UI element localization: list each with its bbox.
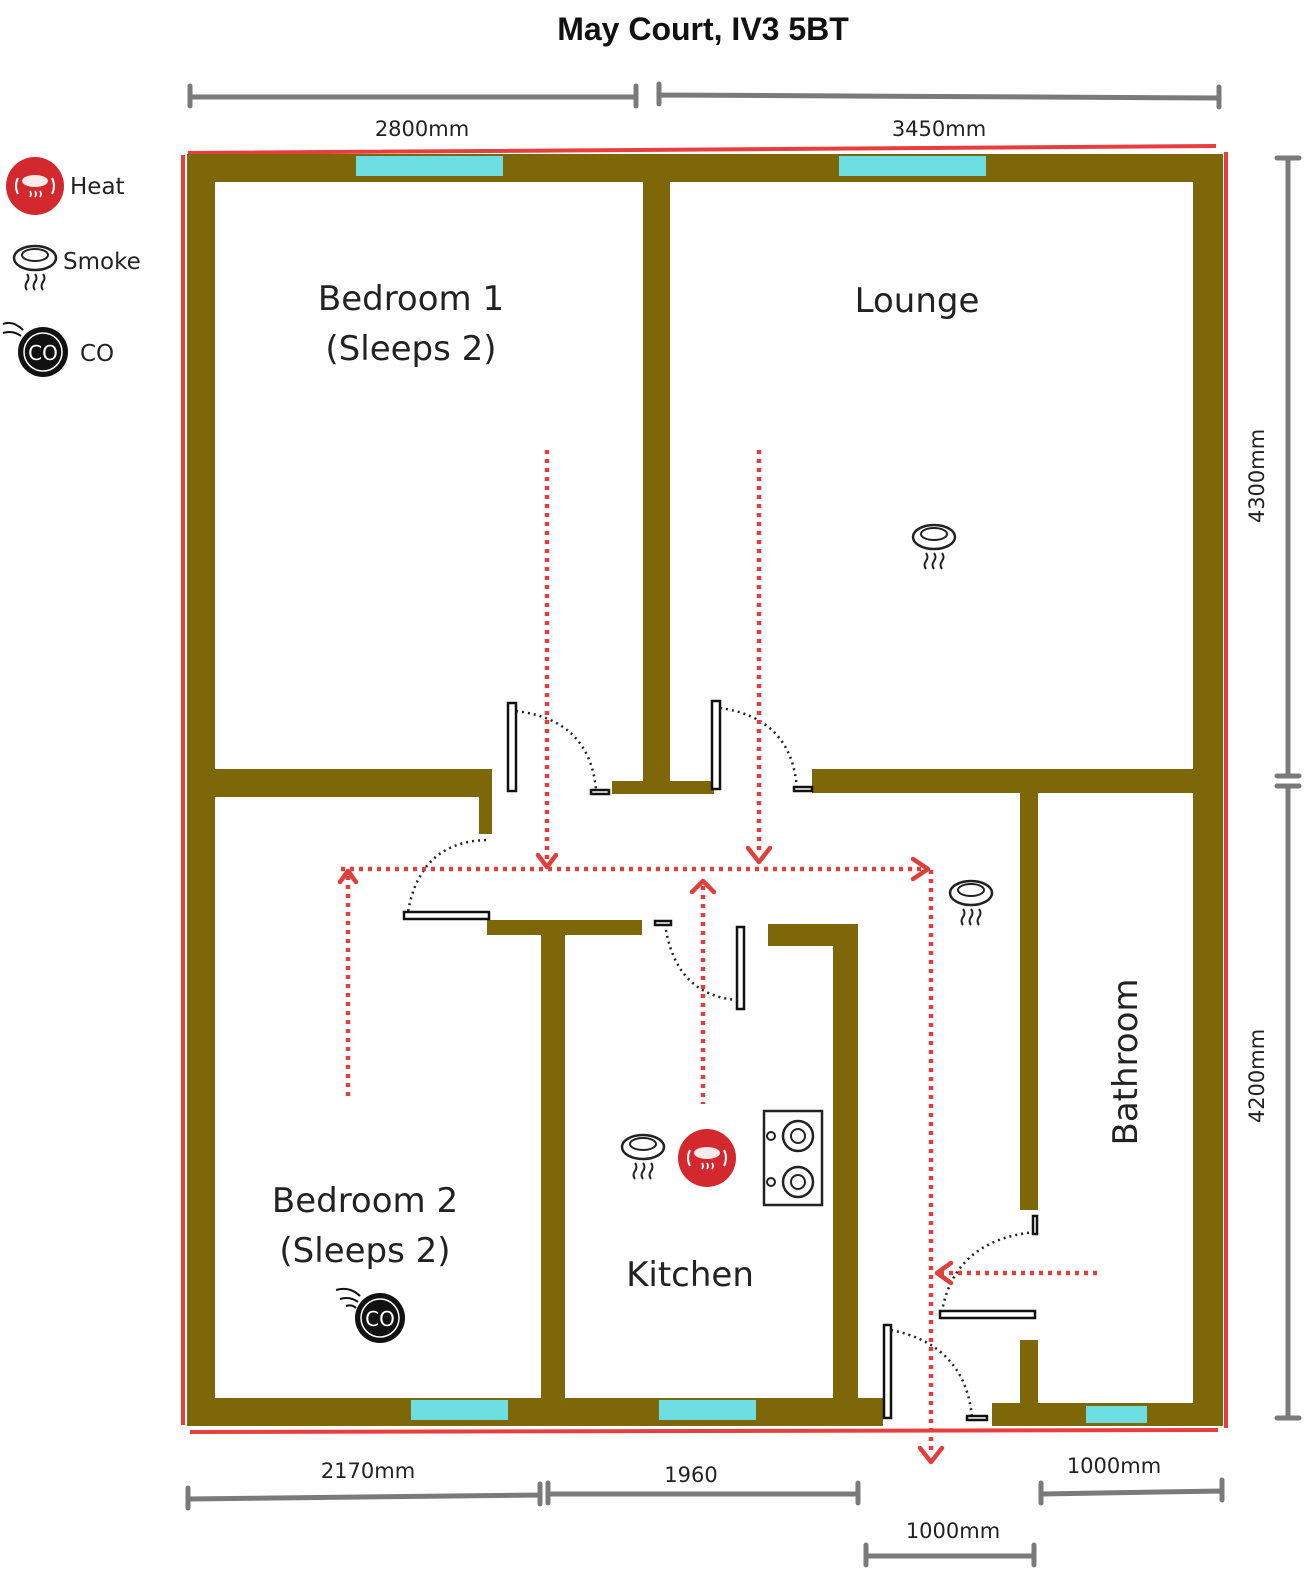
room-lounge: Lounge [855, 281, 980, 321]
dimension-right-upper: 4300mm [1245, 155, 1302, 779]
doors [402, 699, 1039, 1422]
dimension-label: 2800mm [375, 117, 469, 141]
hob-icon [762, 1109, 824, 1207]
legend-smoke: Smoke [12, 244, 141, 292]
dimension-bottom-1: 2170mm [185, 1459, 543, 1511]
room-bedroom-2: Bedroom 2 (Sleeps 2) [272, 1181, 458, 1271]
legend-smoke-label: Smoke [63, 249, 141, 275]
legend-heat: Heat [6, 157, 125, 215]
co-detector-icon: CO [335, 1287, 405, 1343]
escape-routes [337, 450, 1099, 1465]
smoke-detector-icon [911, 523, 957, 571]
door-stop [589, 788, 611, 796]
dimension-label: 1960 [664, 1463, 717, 1487]
window [1086, 1406, 1147, 1423]
door-leaf [882, 1323, 893, 1420]
room-bedroom-1: Bedroom 1 (Sleeps 2) [318, 279, 504, 369]
door-leaf [735, 925, 746, 1011]
heat-detector-icon [678, 1129, 736, 1187]
door-leaf [506, 701, 518, 793]
walls [187, 154, 1223, 1426]
room-bathroom: Bathroom [1106, 979, 1146, 1146]
dimension-label: 4200mm [1245, 1029, 1269, 1123]
legend-heat-label: Heat [70, 174, 125, 200]
door-leaf [402, 910, 491, 921]
room-name: Bedroom 2 [272, 1181, 458, 1221]
room-name: Bedroom 1 [318, 279, 504, 319]
legend-co: CO CO [2, 321, 114, 377]
dimension-top-right: 3450mm [656, 81, 1222, 141]
room-note: (Sleeps 2) [279, 1231, 450, 1271]
window [839, 156, 986, 176]
co-icon-label: CO [28, 341, 58, 365]
page-title: May Court, IV3 5BT [557, 11, 849, 47]
dimension-bottom-3: 1000mm [1038, 1454, 1225, 1506]
dimension-label: 1000mm [1067, 1454, 1161, 1478]
window [411, 1400, 508, 1420]
dimension-label: 2170mm [321, 1459, 415, 1483]
room-name: Kitchen [626, 1255, 754, 1295]
smoke-detector-icon [948, 879, 994, 927]
legend-co-label: CO [80, 341, 114, 367]
room-name: Bathroom [1106, 979, 1146, 1146]
dimension-label: 4300mm [1245, 429, 1269, 523]
door-leaf [710, 699, 722, 791]
co-detector-icon: CO [2, 321, 68, 377]
room-name: Lounge [855, 281, 980, 321]
room-note: (Sleeps 2) [325, 329, 496, 369]
smoke-detector-icon [620, 1133, 666, 1181]
dimension-top-left: 2800mm [187, 83, 639, 141]
smoke-detector-icon [12, 244, 58, 292]
door-leaf [938, 1309, 1037, 1320]
door-stop [1031, 1214, 1039, 1236]
co-icon-label: CO [365, 1307, 395, 1331]
windows [356, 156, 1147, 1423]
room-kitchen: Kitchen [626, 1255, 754, 1295]
door-stop [653, 919, 673, 927]
dimension-bottom-4: 1000mm [863, 1519, 1037, 1568]
door-stop [965, 1414, 989, 1422]
site-boundary [181, 144, 1228, 1434]
door-stop [792, 785, 814, 793]
dimension-right-lower: 4200mm [1245, 783, 1302, 1421]
window [659, 1400, 756, 1420]
dimension-label: 3450mm [892, 117, 986, 141]
dimension-label: 1000mm [906, 1519, 1000, 1543]
dimension-bottom-2: 1960 [545, 1463, 861, 1506]
legend: Heat Smoke CO CO [2, 157, 141, 377]
window [356, 156, 503, 176]
heat-detector-icon [6, 157, 64, 215]
